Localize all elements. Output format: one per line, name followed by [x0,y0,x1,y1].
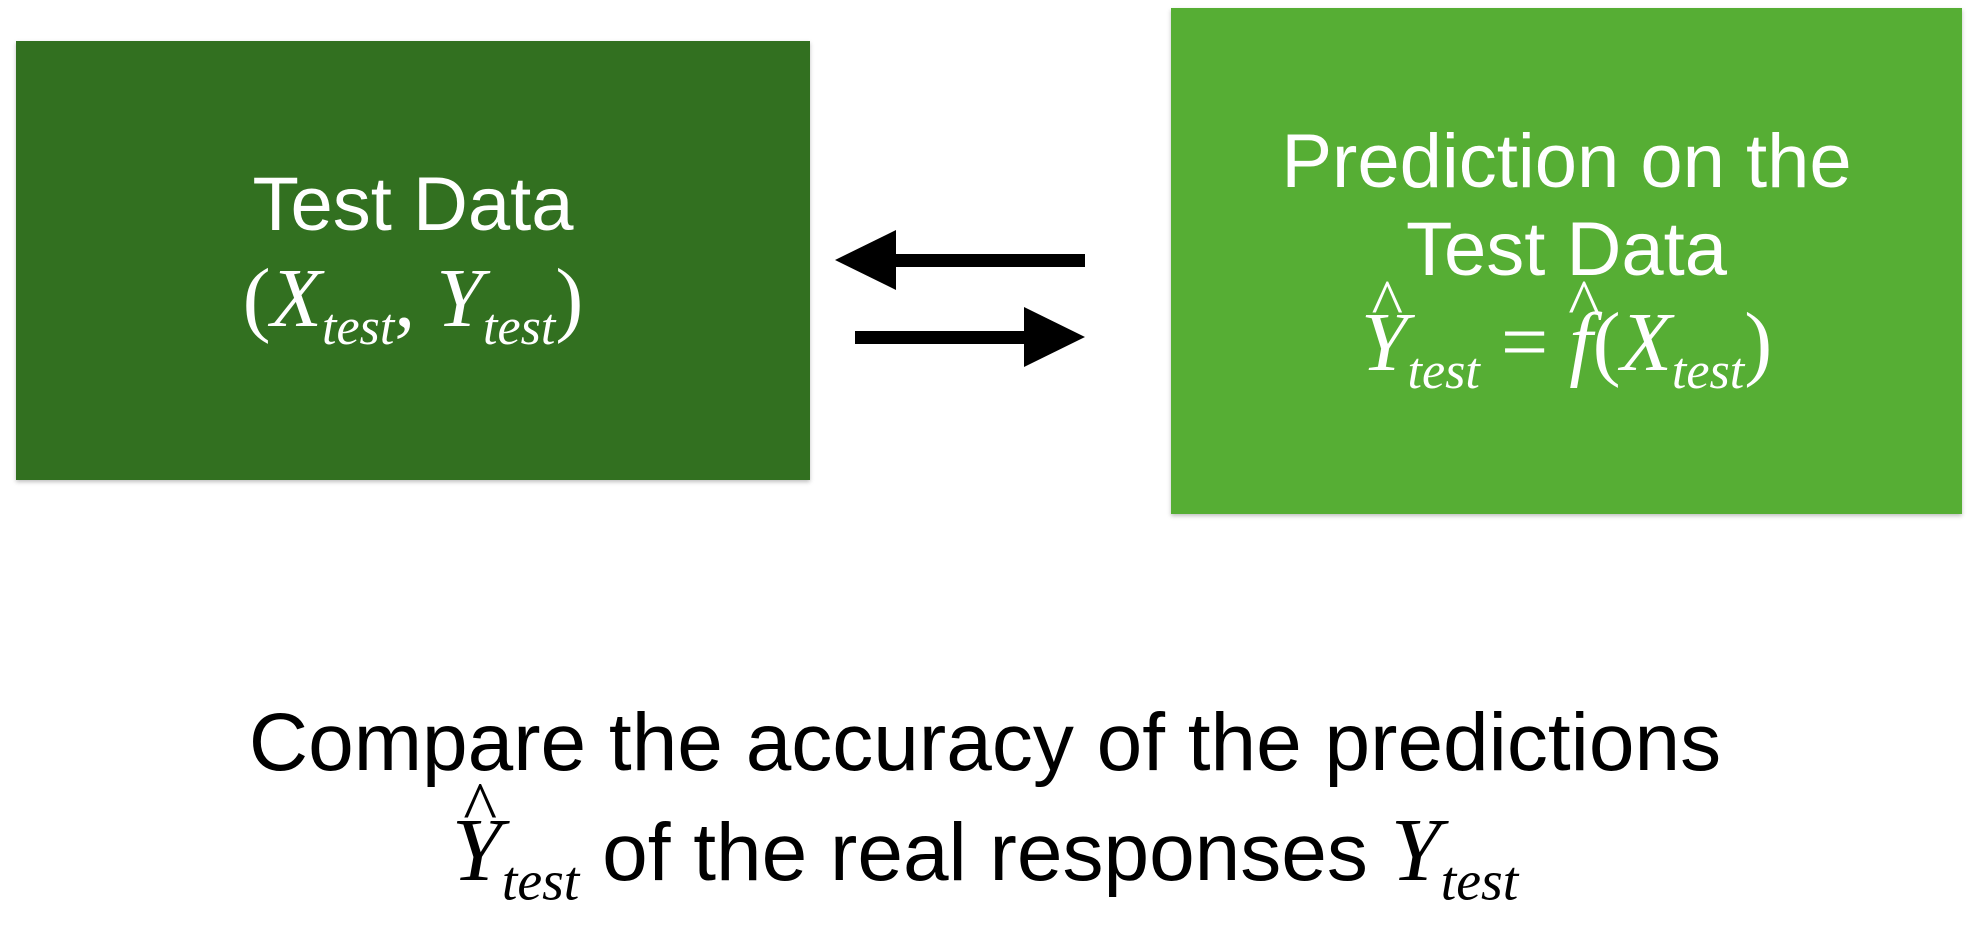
prediction-title-line2: Test Data [1405,206,1728,292]
y-symbol: Y [1390,800,1441,900]
arrow-right-icon [855,307,1085,367]
prediction-box: Prediction on the Test Data Ytest = f(Xt… [1171,8,1962,514]
prediction-formula: Ytest = f(Xtest) [1361,293,1772,404]
caption-line1: Compare the accuracy of the predictions [248,697,1722,788]
y-subscript: test [1440,850,1519,913]
test-data-box: Test Data (Xtest, Ytest) [16,41,810,480]
x-subscript: test [321,299,395,357]
y-symbol: Y [436,251,484,345]
paren-close: ) [555,251,584,345]
caption: Compare the accuracy of the predictions … [0,690,1970,915]
paren-open: ( [242,251,271,345]
test-data-title: Test Data [252,162,574,248]
y-hat-symbol: Y [1361,293,1408,394]
test-data-formula: (Xtest, Ytest) [243,249,584,360]
f-hat-symbol: f [1569,293,1592,394]
x-symbol: X [270,251,322,345]
comma: , [394,251,416,345]
caption-middle-text: of the real responses [602,806,1368,898]
caption-line2: Ytest of the real responses Ytest [0,797,1970,915]
y-subscript: test [483,299,556,357]
x-subscript: test [1671,343,1745,401]
paren-close: ) [1744,296,1773,390]
y-hat-subscript: test [1407,343,1480,401]
equals-sign: = [1500,296,1549,390]
arrow-left-icon [835,230,1085,290]
y-hat-symbol: Y [452,797,502,905]
prediction-title-line1: Prediction on the [1281,119,1852,205]
y-hat-subscript: test [501,850,580,913]
x-symbol: X [1620,296,1672,390]
